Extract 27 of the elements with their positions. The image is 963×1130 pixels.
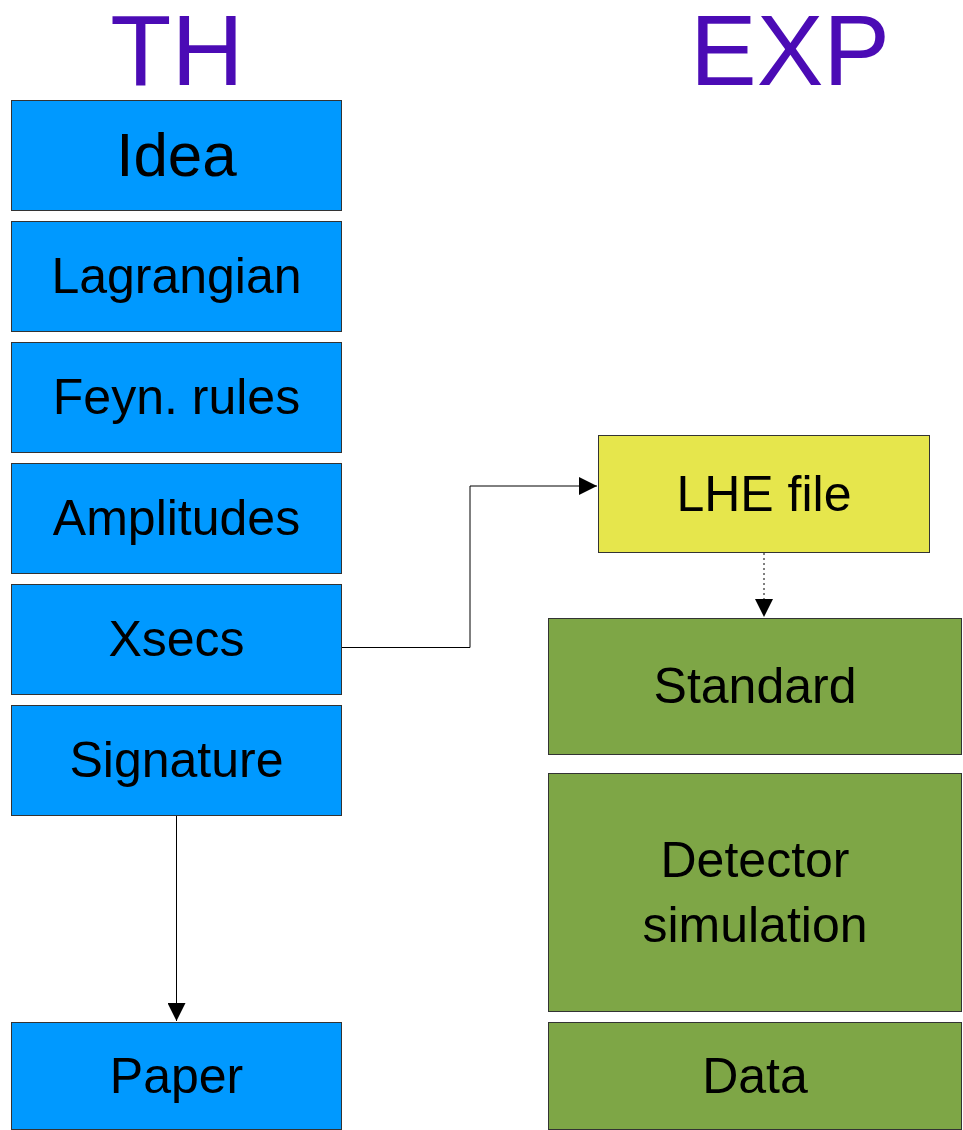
- process-box: [548, 773, 962, 1012]
- box-label: LHE file: [675, 464, 853, 524]
- box-label: Feyn. rules: [51, 368, 302, 427]
- process-box: [548, 1022, 962, 1130]
- process-box: [11, 342, 342, 453]
- process-box: [11, 100, 342, 211]
- process-box: [11, 705, 342, 816]
- box-label: Paper: [108, 1046, 245, 1106]
- arrow: [341, 477, 598, 648]
- process-box: [11, 584, 342, 695]
- box-label: Amplitudes: [51, 489, 302, 548]
- box-label: Idea: [115, 119, 238, 192]
- column-heading: EXP: [688, 0, 892, 100]
- process-box: [11, 463, 342, 574]
- process-box: [548, 618, 962, 755]
- arrow: [755, 552, 773, 618]
- box-label: Detector simulation: [641, 830, 869, 955]
- box-label: Lagrangian: [50, 247, 303, 306]
- box-label: Standard: [652, 657, 858, 716]
- process-box: [11, 221, 342, 332]
- box-label: Data: [701, 1046, 809, 1106]
- box-label: Xsecs: [107, 610, 246, 669]
- box-label: Signature: [68, 731, 285, 790]
- arrow: [167, 815, 186, 1022]
- column-heading: TH: [109, 0, 245, 100]
- process-box: [598, 435, 930, 553]
- process-box: [11, 1022, 342, 1130]
